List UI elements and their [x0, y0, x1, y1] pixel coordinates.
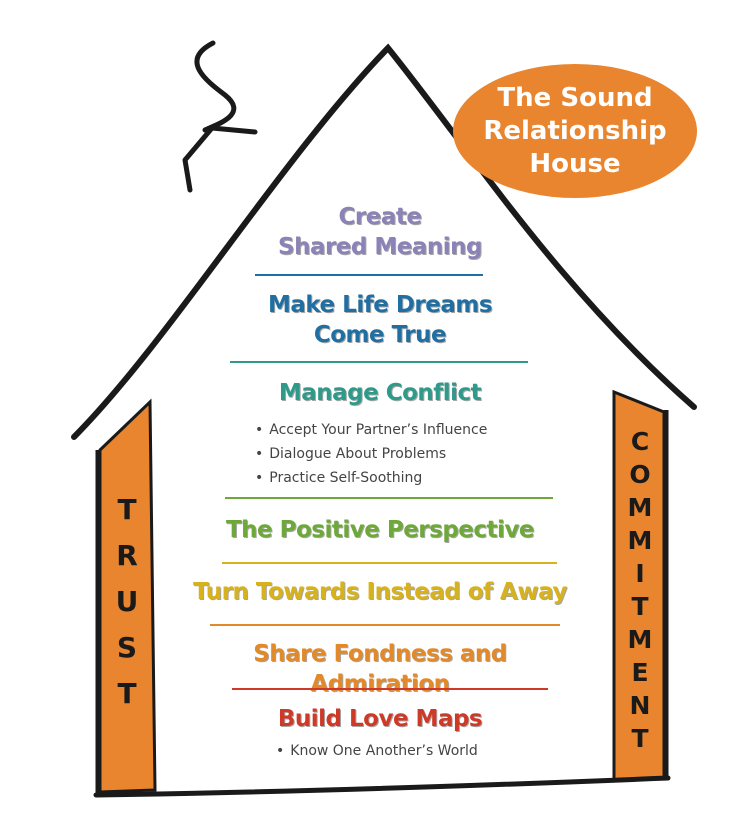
- bullet-item: Accept Your Partner’s Influence: [255, 418, 555, 442]
- commitment-letter: M: [627, 526, 653, 555]
- level-heading: The Positive Perspective: [225, 517, 535, 543]
- commitment-letter: I: [635, 559, 645, 588]
- level-heading: Make Life Dreams: [267, 292, 493, 318]
- love-maps-bullets: Know One Another’s World: [276, 739, 536, 763]
- divider-2: [230, 361, 528, 363]
- level-positive-perspective: The Positive Perspective: [200, 515, 560, 545]
- level-turn-towards: Turn Towards Instead of Away: [190, 577, 570, 607]
- conflict-bullets: Accept Your Partner’s Influence Dialogue…: [255, 418, 555, 490]
- trust-letter: R: [116, 539, 138, 572]
- title-badge: The Sound Relationship House: [453, 64, 697, 198]
- title-line-3: House: [529, 148, 621, 179]
- bullet-item: Practice Self-Soothing: [255, 466, 555, 490]
- level-life-dreams: Make Life Dreams Come True: [200, 290, 560, 350]
- chimney: [182, 125, 258, 193]
- level-shared-meaning: Create Shared Meaning: [200, 202, 560, 262]
- divider-4: [222, 562, 557, 564]
- divider-3: [225, 497, 553, 499]
- commitment-letter: T: [631, 724, 649, 753]
- title-ellipse: [453, 64, 697, 198]
- trust-letter: S: [116, 631, 138, 664]
- divider-1: [255, 274, 483, 276]
- roof-line: [71, 43, 697, 440]
- level-heading: Come True: [313, 322, 447, 348]
- commitment-letter: M: [627, 493, 653, 522]
- bullet-item: Dialogue About Problems: [255, 442, 555, 466]
- level-heading: Share Fondness and Admiration: [253, 641, 507, 697]
- commitment-letter: C: [630, 427, 650, 456]
- level-love-maps: Build Love Maps: [200, 704, 560, 734]
- commitment-letter: M: [627, 625, 653, 654]
- divider-6: [232, 688, 548, 690]
- commitment-letter: T: [631, 592, 649, 621]
- commitment-label: C O M M I T M E N T: [622, 425, 658, 755]
- floor-line: [93, 775, 671, 798]
- level-fondness-admiration: Share Fondness and Admiration: [180, 639, 580, 699]
- trust-letter: T: [117, 493, 137, 526]
- chimney-smoke: [194, 40, 237, 133]
- commitment-letter: N: [629, 691, 651, 720]
- divider-5: [210, 624, 560, 626]
- level-manage-conflict: Manage Conflict: [200, 378, 560, 408]
- level-heading: Build Love Maps: [277, 706, 483, 732]
- commitment-letter: O: [629, 460, 651, 489]
- commitment-letter: E: [631, 658, 649, 687]
- level-heading: Shared Meaning: [278, 234, 482, 260]
- trust-label: T R U S T: [109, 487, 145, 717]
- trust-letter: T: [117, 677, 137, 710]
- bullet-item: Know One Another’s World: [276, 739, 536, 763]
- title-line-2: Relationship: [483, 115, 667, 146]
- trust-letter: U: [115, 585, 139, 618]
- level-heading: Turn Towards Instead of Away: [193, 579, 567, 605]
- level-heading: Manage Conflict: [278, 380, 482, 406]
- title-line-1: The Sound: [497, 82, 653, 113]
- level-heading: Create: [338, 204, 422, 230]
